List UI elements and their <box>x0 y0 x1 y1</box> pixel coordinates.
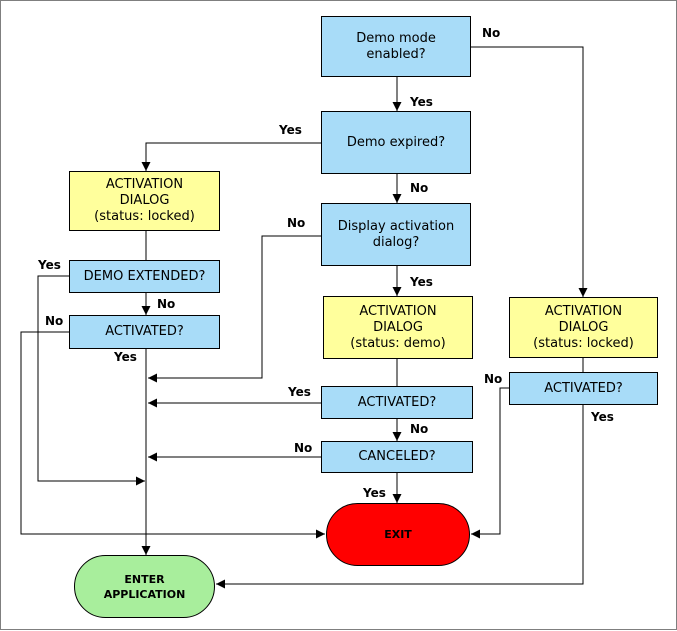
arrow-demo-expired-yes <box>141 142 321 171</box>
node-demo-expired[interactable]: Demo expired? <box>321 111 471 174</box>
node-display-activation-dialog[interactable]: Display activation dialog? <box>321 203 471 266</box>
label-activated-mid-no: No <box>410 422 429 436</box>
node-activated-mid[interactable]: ACTIVATED? <box>321 386 473 419</box>
label-activated-left-no: No <box>45 314 64 328</box>
label-canceled-yes: Yes <box>363 486 386 500</box>
label-demo-expired-yes: Yes <box>279 123 302 137</box>
arrow-activated-left-no <box>20 331 325 539</box>
label-demo-mode-yes: Yes <box>410 95 433 109</box>
arrow-demo-extended-yes <box>37 275 145 486</box>
node-activation-dialog-demo[interactable]: ACTIVATION DIALOG (status: demo) <box>323 296 473 359</box>
node-canceled[interactable]: CANCELED? <box>321 441 473 473</box>
arrow-demo-mode-no <box>471 46 588 297</box>
node-demo-mode-enabled[interactable]: Demo mode enabled? <box>321 16 471 77</box>
node-activated-left[interactable]: ACTIVATED? <box>69 315 220 349</box>
label-demo-expired-no: No <box>410 181 429 195</box>
label-activated-right-yes: Yes <box>591 410 614 424</box>
node-demo-extended[interactable]: DEMO EXTENDED? <box>69 260 220 293</box>
label-display-yes: Yes <box>410 275 433 289</box>
label-display-no: No <box>287 216 306 230</box>
label-demo-extended-no: No <box>157 297 176 311</box>
arrow-activated-right-yes <box>216 405 584 589</box>
arrow-activated-right-no <box>471 387 509 539</box>
node-activation-dialog-locked-right[interactable]: ACTIVATION DIALOG (status: locked) <box>509 297 658 358</box>
label-demo-mode-no: No <box>482 26 501 40</box>
node-enter-application[interactable]: ENTER APPLICATION <box>74 555 215 618</box>
arrow-display-no <box>148 235 321 383</box>
label-canceled-no: No <box>294 441 313 455</box>
label-demo-extended-yes: Yes <box>38 258 61 272</box>
label-activated-left-yes: Yes <box>114 350 137 364</box>
node-exit[interactable]: EXIT <box>326 503 470 566</box>
node-activation-dialog-locked-left[interactable]: ACTIVATION DIALOG (status: locked) <box>69 171 220 231</box>
label-activated-mid-yes: Yes <box>288 385 311 399</box>
node-activated-right[interactable]: ACTIVATED? <box>509 372 658 405</box>
label-activated-right-no: No <box>484 372 503 386</box>
